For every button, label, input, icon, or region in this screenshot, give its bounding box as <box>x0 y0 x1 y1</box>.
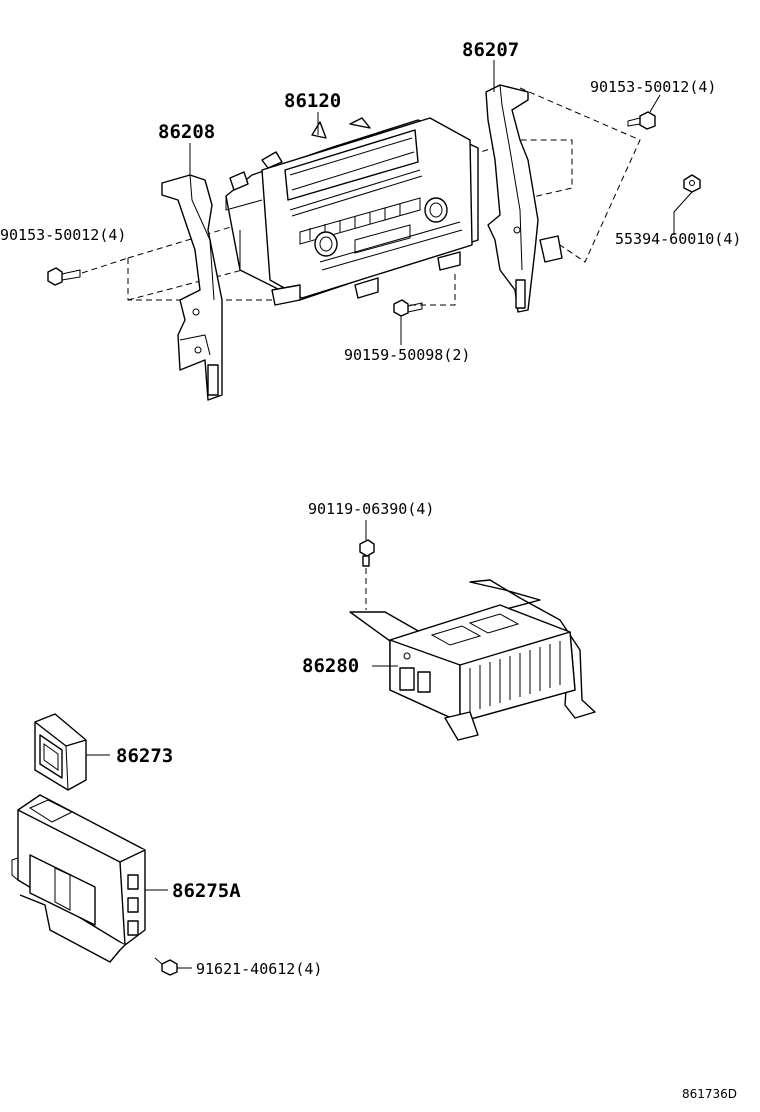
amplifier-assembly <box>349 520 596 741</box>
bolt-amp-icon <box>359 539 375 610</box>
nut-right-icon <box>683 174 701 193</box>
label-module-small: 86273 <box>116 745 173 767</box>
screw-module-icon <box>154 957 192 976</box>
label-bracket-right: 86207 <box>462 39 519 61</box>
bolt-left-icon <box>47 257 129 286</box>
label-bracket-left: 86208 <box>158 121 215 143</box>
label-module-large: 86275A <box>172 880 241 902</box>
label-screw-bottom: 90159-50098(2) <box>344 346 470 364</box>
label-nut-right: 55394-60010(4) <box>615 230 741 248</box>
small-module <box>34 713 110 791</box>
right-bracket <box>485 84 563 313</box>
diagram-code: 861736D <box>682 1087 737 1101</box>
left-bracket <box>161 174 223 401</box>
radio-assembly <box>47 60 701 401</box>
label-bolt-left: 90153-50012(4) <box>0 226 126 244</box>
large-module <box>11 794 168 963</box>
label-bolt-amp: 90119-06390(4) <box>308 500 434 518</box>
label-screw-module: 91621-40612(4) <box>196 960 322 978</box>
radio-head-unit <box>225 117 479 306</box>
label-amplifier: 86280 <box>302 655 359 677</box>
label-radio-panel: 86120 <box>284 90 341 112</box>
bolt-right-icon <box>627 111 656 130</box>
screw-bottom-icon <box>393 299 423 317</box>
label-bolt-right: 90153-50012(4) <box>590 78 716 96</box>
